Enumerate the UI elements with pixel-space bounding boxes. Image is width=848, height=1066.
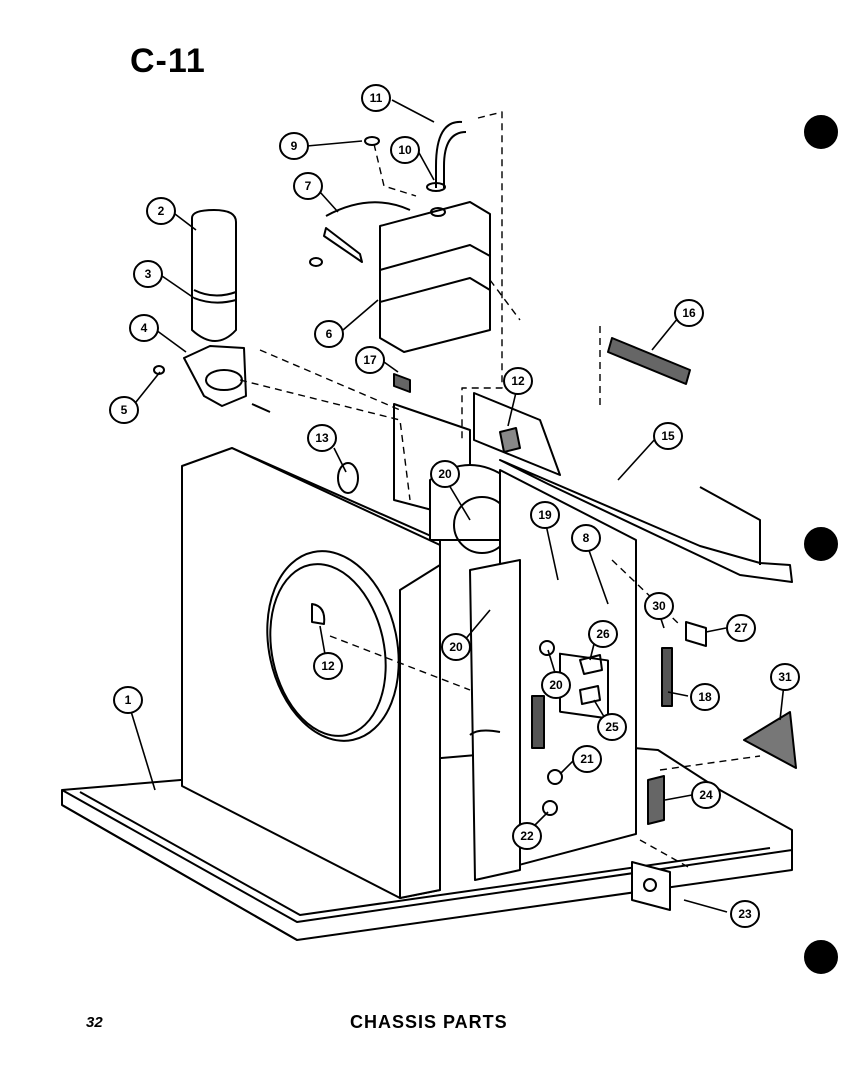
block-23	[631, 861, 671, 911]
callout-11: 11	[361, 84, 391, 112]
svg-text:30: 30	[652, 599, 666, 613]
svg-text:31: 31	[778, 670, 792, 684]
strip-16	[607, 337, 691, 385]
binder-hole	[804, 527, 838, 561]
svg-text:2: 2	[158, 204, 165, 218]
strip-17	[393, 373, 411, 393]
callout-7: 7	[293, 172, 323, 200]
part-24	[647, 775, 665, 825]
svg-text:20: 20	[449, 640, 463, 654]
callout-6: 6	[314, 320, 344, 348]
svg-text:8: 8	[583, 531, 590, 545]
callout-3: 3	[133, 260, 163, 288]
callout-2: 2	[146, 197, 176, 225]
page-title: C-11	[130, 42, 206, 80]
callout-19: 19	[530, 501, 560, 529]
callout-26: 26	[588, 620, 618, 648]
callout-18: 18	[690, 683, 720, 711]
grommet-12	[499, 427, 521, 453]
page-number: 32	[86, 1014, 103, 1031]
tank-assembly	[364, 120, 491, 353]
diagram-caption: CHASSIS PARTS	[350, 1012, 508, 1032]
callout-5: 5	[109, 396, 139, 424]
callout-20-c: 20	[541, 671, 571, 699]
svg-text:1: 1	[125, 693, 132, 707]
binder-hole	[804, 115, 838, 149]
callout-17: 17	[355, 346, 385, 374]
svg-text:9: 9	[291, 139, 298, 153]
svg-text:12: 12	[511, 374, 525, 388]
capacitor-clamp	[153, 345, 271, 413]
callout-24: 24	[691, 781, 721, 809]
svg-text:26: 26	[596, 627, 610, 641]
callout-16: 16	[674, 299, 704, 327]
svg-text:13: 13	[315, 431, 329, 445]
callout-27: 27	[726, 614, 756, 642]
part-31	[743, 711, 797, 769]
svg-text:16: 16	[682, 306, 696, 320]
callout-30: 30	[644, 592, 674, 620]
callout-23: 23	[730, 900, 760, 928]
callout-21: 21	[572, 745, 602, 773]
callout-15: 15	[653, 422, 683, 450]
svg-text:25: 25	[605, 720, 619, 734]
callout-12-left: 12	[313, 652, 343, 680]
callout-1: 1	[113, 686, 143, 714]
svg-text:27: 27	[734, 621, 748, 635]
callout-4: 4	[129, 314, 159, 342]
partition-panel	[393, 403, 637, 881]
callout-12-top: 12	[503, 367, 533, 395]
svg-text:22: 22	[520, 829, 534, 843]
svg-text:12: 12	[321, 659, 335, 673]
callout-20-a: 20	[430, 460, 460, 488]
binder-hole	[804, 940, 838, 974]
callouts: 11 9 10 7 2 3 4 5 6 17 12 16 15 13 20 19…	[109, 84, 800, 928]
callout-22: 22	[512, 822, 542, 850]
svg-text:18: 18	[698, 690, 712, 704]
callout-13: 13	[307, 424, 337, 452]
svg-text:20: 20	[549, 678, 563, 692]
callout-10: 10	[390, 136, 420, 164]
svg-text:24: 24	[699, 788, 713, 802]
svg-text:15: 15	[661, 429, 675, 443]
strap-bracket	[309, 201, 411, 267]
svg-text:23: 23	[738, 907, 752, 921]
capacitor	[191, 209, 237, 342]
svg-text:10: 10	[398, 143, 412, 157]
svg-text:7: 7	[305, 179, 312, 193]
callout-9: 9	[279, 132, 309, 160]
svg-text:19: 19	[538, 508, 552, 522]
svg-text:4: 4	[141, 321, 148, 335]
callout-25: 25	[597, 713, 627, 741]
svg-text:21: 21	[580, 752, 594, 766]
part-27	[685, 621, 707, 647]
svg-text:5: 5	[121, 403, 128, 417]
callout-20-b: 20	[441, 633, 471, 661]
svg-text:17: 17	[363, 353, 377, 367]
svg-text:11: 11	[370, 91, 383, 105]
orifice-panel	[181, 447, 441, 899]
strip-18	[661, 647, 673, 707]
grommet-13	[337, 462, 359, 494]
callout-8: 8	[571, 524, 601, 552]
svg-text:3: 3	[145, 267, 152, 281]
svg-text:6: 6	[326, 327, 333, 341]
callout-31: 31	[770, 663, 800, 691]
orifice-ring	[266, 550, 400, 742]
svg-text:20: 20	[438, 467, 452, 481]
